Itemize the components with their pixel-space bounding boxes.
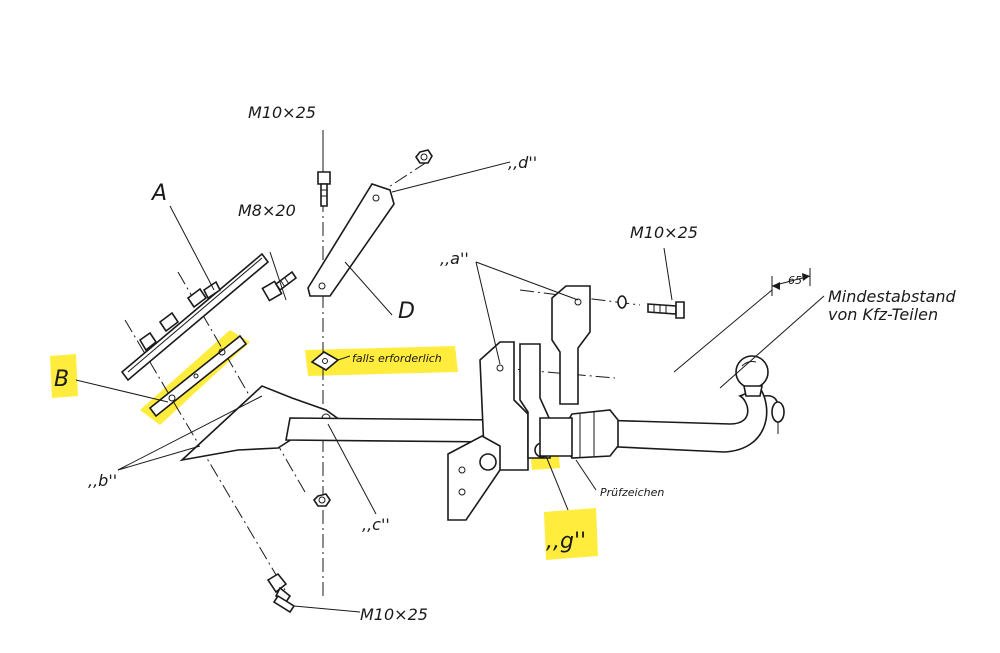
label-mindestabstand: Mindestabstand xyxy=(828,287,957,306)
part-a-bracket xyxy=(120,252,270,382)
part-d-strap xyxy=(307,183,395,316)
nut-lower xyxy=(312,493,331,507)
highlight-b-label xyxy=(50,354,78,398)
label-b: B xyxy=(54,367,69,392)
part-b-plate xyxy=(148,334,248,418)
label-pruefzeichen: Prüfzeichen xyxy=(600,486,664,499)
label-bolt-m8: M8×20 xyxy=(238,201,296,220)
bolt-m8 xyxy=(261,270,298,302)
label-von-kfz-teilen: von Kfz-Teilen xyxy=(828,305,938,324)
ball-cap-chain xyxy=(763,394,785,434)
label-a: A xyxy=(150,181,167,206)
bolt-m10-top xyxy=(317,171,331,207)
main-crossbar xyxy=(285,417,501,443)
label-falls-erforderlich: falls erforderlich xyxy=(352,352,442,365)
label-bolt-m10-bottom: M10×25 xyxy=(360,605,428,624)
tow-ball xyxy=(735,355,769,397)
label-c-quote: ,,c'' xyxy=(362,515,390,534)
towing-arm xyxy=(539,387,768,459)
axis-right-a xyxy=(499,367,616,379)
bolt-m10-right xyxy=(617,295,685,319)
dimension-65 xyxy=(673,268,825,389)
label-dim-65: 65 xyxy=(788,274,802,287)
label-g-quote: ,,g'' xyxy=(546,529,586,554)
label-b-quote: ,,b'' xyxy=(88,471,117,490)
highlight-falls xyxy=(305,346,458,376)
leader-lines xyxy=(75,130,673,613)
label-bolt-m10-right: M10×25 xyxy=(630,223,698,242)
bottom-plate xyxy=(447,435,501,521)
highlight-g-label xyxy=(544,508,598,560)
mounting-plate-rear xyxy=(551,285,591,405)
label-a-quote: ,,a'' xyxy=(440,249,469,268)
label-bolt-m10-top: M10×25 xyxy=(248,103,316,122)
nut-top-d xyxy=(415,149,433,164)
bolt-m10-bottom xyxy=(266,572,296,614)
label-d-quote: ,,d'' xyxy=(508,153,537,172)
label-d: D xyxy=(398,299,415,324)
